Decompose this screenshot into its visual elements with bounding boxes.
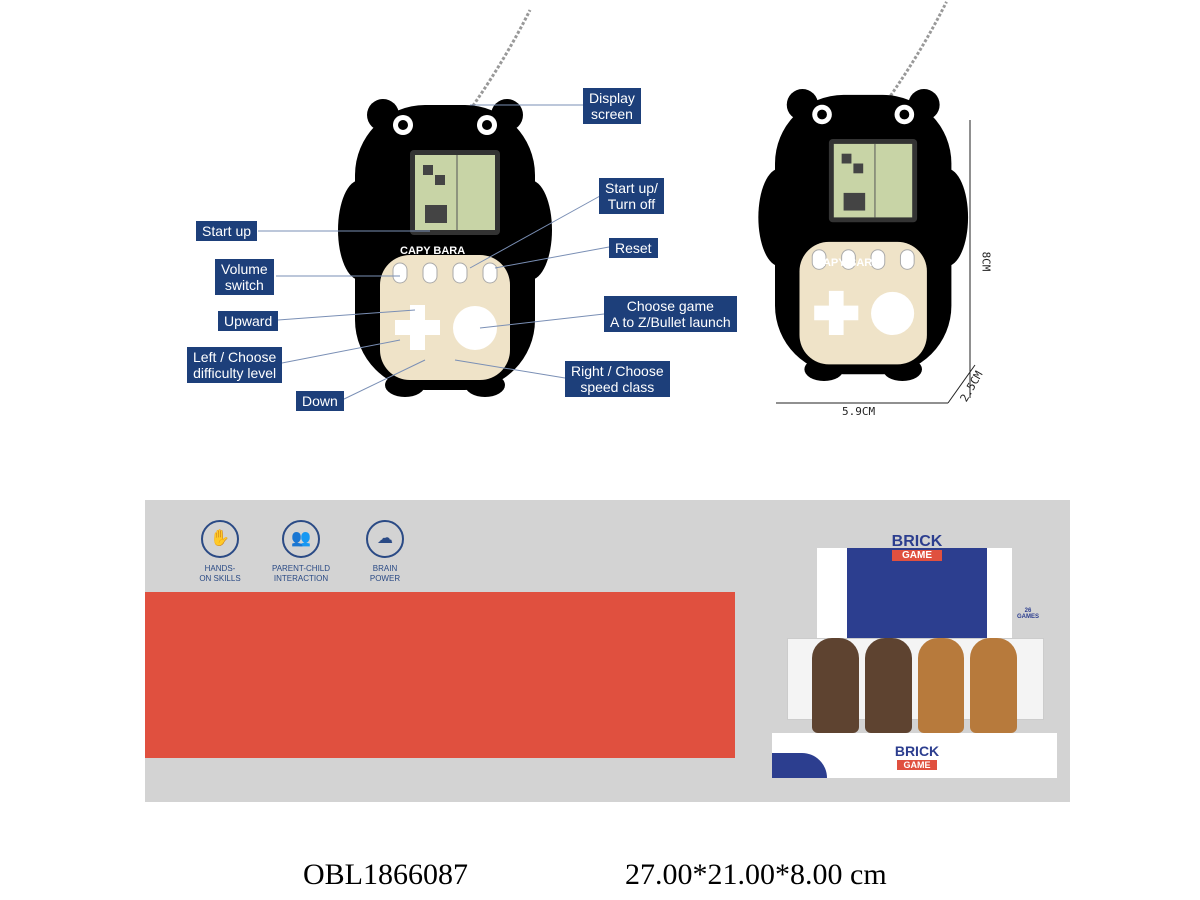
label-reset: Reset <box>609 238 658 258</box>
brain-icon: ☁ <box>366 520 404 558</box>
device-orange <box>756 0 970 383</box>
dimension-height: 8CM <box>979 251 993 272</box>
box-front-title-top: BRICK <box>894 743 940 759</box>
label-upward: Upward <box>218 311 279 331</box>
feature-label: HANDS- ON SKILLS <box>199 564 241 583</box>
product-sku: OBL1866087 <box>303 858 468 891</box>
device-brand-text-2: CAPY BARA <box>815 257 880 269</box>
display-box: BRICK GAME 26 GAMES BRICK GAME <box>767 528 1062 778</box>
feature-brain: ☁ BRAIN POWER <box>340 520 430 584</box>
label-start-up-turn-off: Start up/ Turn off <box>599 178 664 214</box>
parent-child-icon: 👥 <box>282 520 320 558</box>
package-size: 27.00*21.00*8.00 cm <box>625 858 887 891</box>
label-display-screen: Display screen <box>583 88 641 124</box>
games-count: 26 GAMES <box>1017 608 1040 620</box>
label-start-up: Start up <box>196 221 258 241</box>
feature-label: BRAIN POWER <box>369 564 401 583</box>
red-band <box>145 592 735 758</box>
box-title-top: BRICK <box>891 533 943 550</box>
promo-panel: ✋ HANDS- ON SKILLS 👥 PARENT-CHILD INTERA… <box>145 500 1070 802</box>
label-volume-switch: Volume switch <box>215 259 274 295</box>
dimension-lines <box>776 120 976 404</box>
device-brand-text: CAPY BARA <box>400 245 465 257</box>
label-right-choose: Right / Choose speed class <box>565 361 670 397</box>
dimension-width: 5.9CM <box>842 405 876 418</box>
feature-hands-on: ✋ HANDS- ON SKILLS <box>175 520 265 584</box>
label-down: Down <box>296 391 344 411</box>
label-choose-game: Choose game A to Z/Bullet launch <box>604 296 737 332</box>
leader-lines <box>258 104 610 401</box>
hand-icon: ✋ <box>201 520 239 558</box>
feature-parent-child: 👥 PARENT-CHILD INTERACTION <box>256 520 346 584</box>
feature-label: PARENT-CHILD INTERACTION <box>271 564 331 583</box>
device-brown <box>336 8 554 399</box>
box-front-title-bottom: GAME <box>897 760 937 770</box>
box-title-bottom: GAME <box>892 550 942 561</box>
label-left-choose: Left / Choose difficulty level <box>187 347 283 383</box>
devices-illustration: .brown .b{fill:#8a5a3a}.brown .d{fill:#6… <box>258 0 976 404</box>
